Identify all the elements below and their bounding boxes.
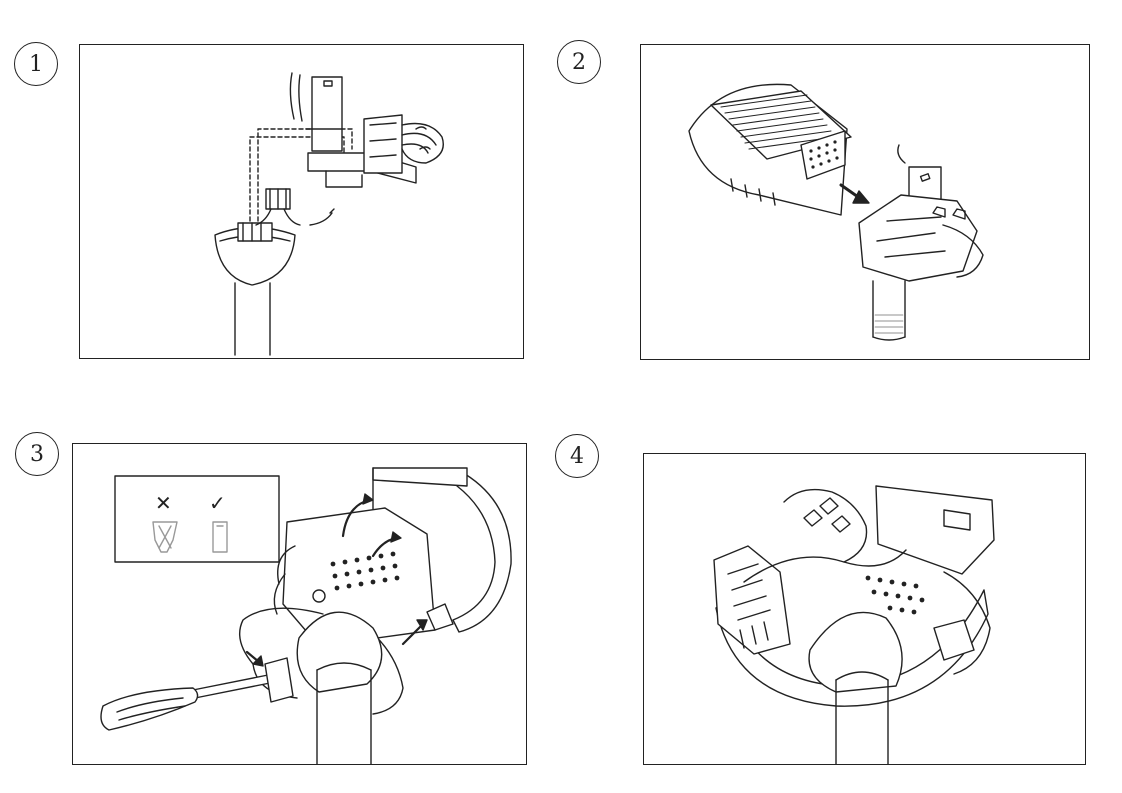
step-4-illustration	[713, 485, 995, 764]
step-1-illustration	[214, 72, 444, 356]
step-2-illustration	[688, 83, 984, 341]
panel-holes	[865, 575, 925, 615]
hub-sphere	[808, 611, 903, 693]
pole	[835, 679, 889, 764]
step-4-number: 4	[555, 434, 599, 478]
screwdriver-guide-box	[114, 475, 280, 563]
step-4-panel	[643, 453, 1086, 765]
wrong-mark: ✕	[155, 491, 172, 515]
step-2-label: 2	[572, 49, 586, 75]
panel-holes	[330, 551, 400, 591]
step-4-label: 4	[570, 443, 584, 469]
step-1-panel	[79, 44, 524, 359]
screwdriver-handle	[100, 687, 199, 731]
wire-bundle	[783, 488, 868, 563]
canopy-dome	[715, 589, 989, 707]
vent-holes	[809, 140, 839, 169]
step-3-number: 3	[15, 432, 59, 476]
step-3-illustration: ✕ ✓	[100, 467, 512, 764]
step-1-number: 1	[14, 42, 58, 86]
canopy-lid	[875, 485, 995, 575]
canopy-housing	[858, 194, 978, 282]
release-arrow-3	[401, 622, 425, 646]
phillips-tip-icon	[152, 521, 178, 553]
pole	[872, 280, 906, 338]
right-mark: ✓	[209, 491, 226, 515]
pole	[316, 669, 372, 764]
screwdriver-shaft	[192, 673, 276, 699]
step-2-number: 2	[557, 40, 601, 84]
step-3-label: 3	[30, 441, 44, 467]
step-3-panel: ✕ ✓	[72, 443, 527, 765]
step-1-label: 1	[29, 51, 43, 77]
flat-tip-icon	[212, 521, 228, 553]
step-2-panel	[640, 44, 1090, 360]
feed-wire	[289, 72, 303, 122]
alignment-line	[249, 136, 345, 222]
bracket	[311, 76, 343, 152]
dome-cap	[452, 473, 512, 633]
pole	[234, 282, 271, 356]
hub-sphere	[296, 611, 383, 693]
